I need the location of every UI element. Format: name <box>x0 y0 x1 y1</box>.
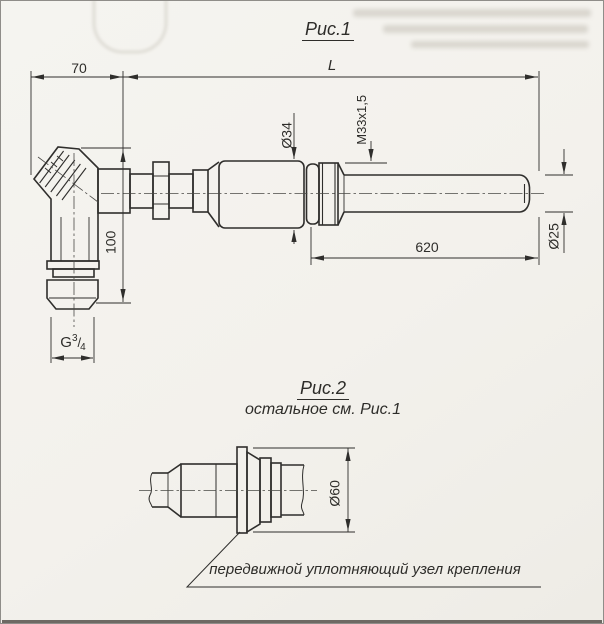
neck-2 <box>168 173 194 209</box>
callout-label: передвижной уплотняющий узел крепления <box>209 561 521 578</box>
head-ring <box>52 268 95 278</box>
washer-2 <box>270 462 282 518</box>
thread-chamfer-top <box>337 162 345 176</box>
dim-620-label: 620 <box>415 239 439 255</box>
figure2-title: Рис.2 <box>263 378 383 400</box>
step-sleeve <box>192 169 209 213</box>
dia-60-label: Ø60 <box>326 480 343 507</box>
washer-1 <box>259 457 272 523</box>
bleedthrough-shape <box>93 1 167 53</box>
thread-g34-label: G3/4 <box>60 333 86 353</box>
break-line-right <box>300 464 305 516</box>
bleedthrough-text-smudge <box>383 25 588 33</box>
scan-edge-shadow <box>2 620 602 623</box>
head-collar <box>97 168 131 214</box>
thrust-ring <box>305 163 320 225</box>
head-inner-lines <box>60 217 90 261</box>
g-thread-nut <box>46 279 99 310</box>
bleedthrough-text-smudge <box>353 9 591 17</box>
thread-chamfer-bottom <box>337 211 345 226</box>
figure1-title: Рис.1 <box>268 19 388 41</box>
taper-top <box>207 161 220 171</box>
callout-leader-line <box>185 531 541 588</box>
centerlines <box>37 153 547 327</box>
arrowheads-fig2 <box>345 449 351 531</box>
dim-70-label: 70 <box>71 60 87 76</box>
tube-tip <box>519 174 531 213</box>
thread-m33-section <box>318 162 339 226</box>
dim-L-label: L <box>327 57 337 74</box>
head-cap-slots <box>44 155 64 174</box>
figure2-subtitle: остальное см. Рис.1 <box>244 401 402 418</box>
dimension-lines-fig1 <box>30 71 573 363</box>
break-line-left <box>148 472 153 508</box>
dia-34-label: Ø34 <box>278 122 295 149</box>
cone-piece <box>246 450 261 534</box>
arrowheads-fig1 <box>32 74 567 361</box>
neck-1 <box>129 173 154 209</box>
flange-disc <box>236 446 248 534</box>
bleedthrough-text-smudge <box>411 41 589 48</box>
hex-bushing <box>152 161 170 220</box>
dim-100-label: 100 <box>102 230 119 255</box>
dimension-lines-fig2 <box>253 447 355 533</box>
thread-m33-label: M33x1,5 <box>354 94 370 145</box>
barrel-body <box>218 160 305 229</box>
dia-25-label: Ø25 <box>545 223 562 250</box>
head-flange <box>46 260 100 270</box>
head-outline <box>32 146 99 262</box>
figure2-body <box>148 446 305 534</box>
taper-bottom <box>207 211 220 228</box>
